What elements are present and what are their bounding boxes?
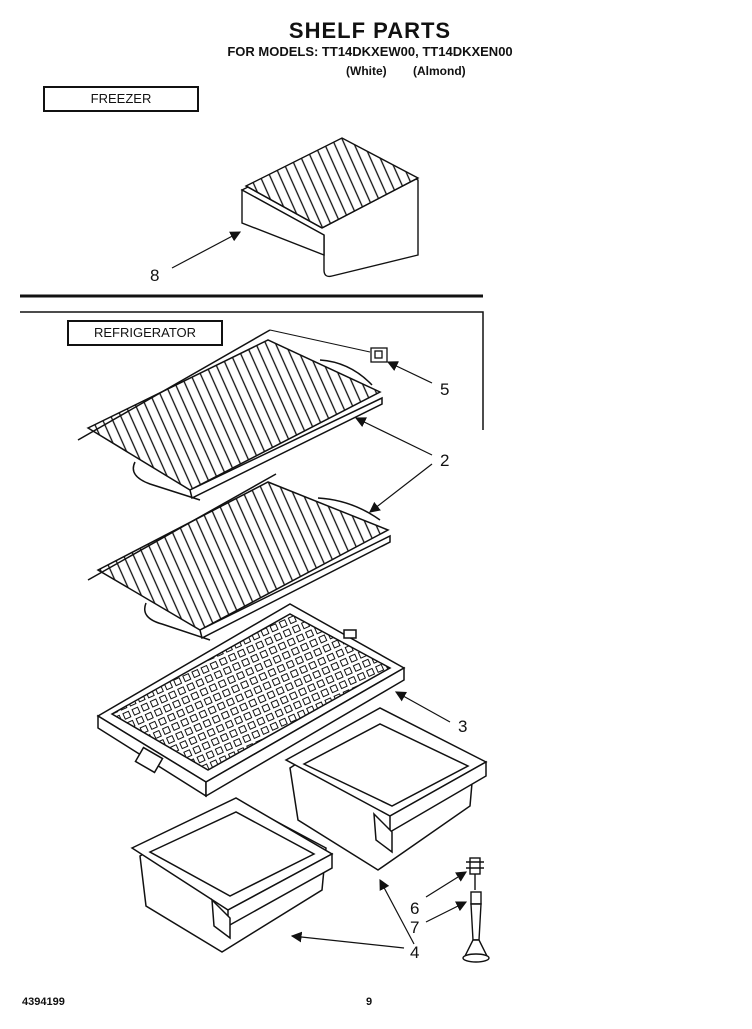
callout-7: 7 (410, 918, 420, 937)
callout-3: 3 (458, 717, 468, 736)
crisper-pan-right (284, 707, 488, 871)
refrigerator-label: REFRIGERATOR (67, 320, 223, 346)
variant-almond: (Almond) (413, 64, 466, 78)
leveling-leg (462, 857, 490, 963)
leader-lines (171, 231, 468, 949)
callout-8: 8 (150, 266, 160, 285)
model-numbers: FOR MODELS: TT14DKXEW00, TT14DKXEN00 (227, 44, 513, 59)
callout-2: 2 (440, 451, 450, 470)
callout-6: 6 (410, 899, 420, 918)
section-divider (20, 294, 484, 430)
wire-shelf-lower (87, 473, 391, 641)
wire-shelf-upper (77, 329, 383, 501)
callout-4: 4 (410, 943, 420, 962)
document-number: 4394199 (22, 996, 65, 1008)
callout-5: 5 (440, 380, 450, 399)
page-number: 9 (366, 996, 373, 1008)
freezer-shelf (240, 137, 420, 278)
variant-white: (White) (346, 64, 387, 78)
crisper-pan-left (130, 797, 334, 953)
freezer-label: FREEZER (43, 86, 199, 112)
crisper-cover (96, 603, 406, 798)
page-title: SHELF PARTS (288, 18, 452, 43)
shelf-clip (370, 347, 388, 363)
